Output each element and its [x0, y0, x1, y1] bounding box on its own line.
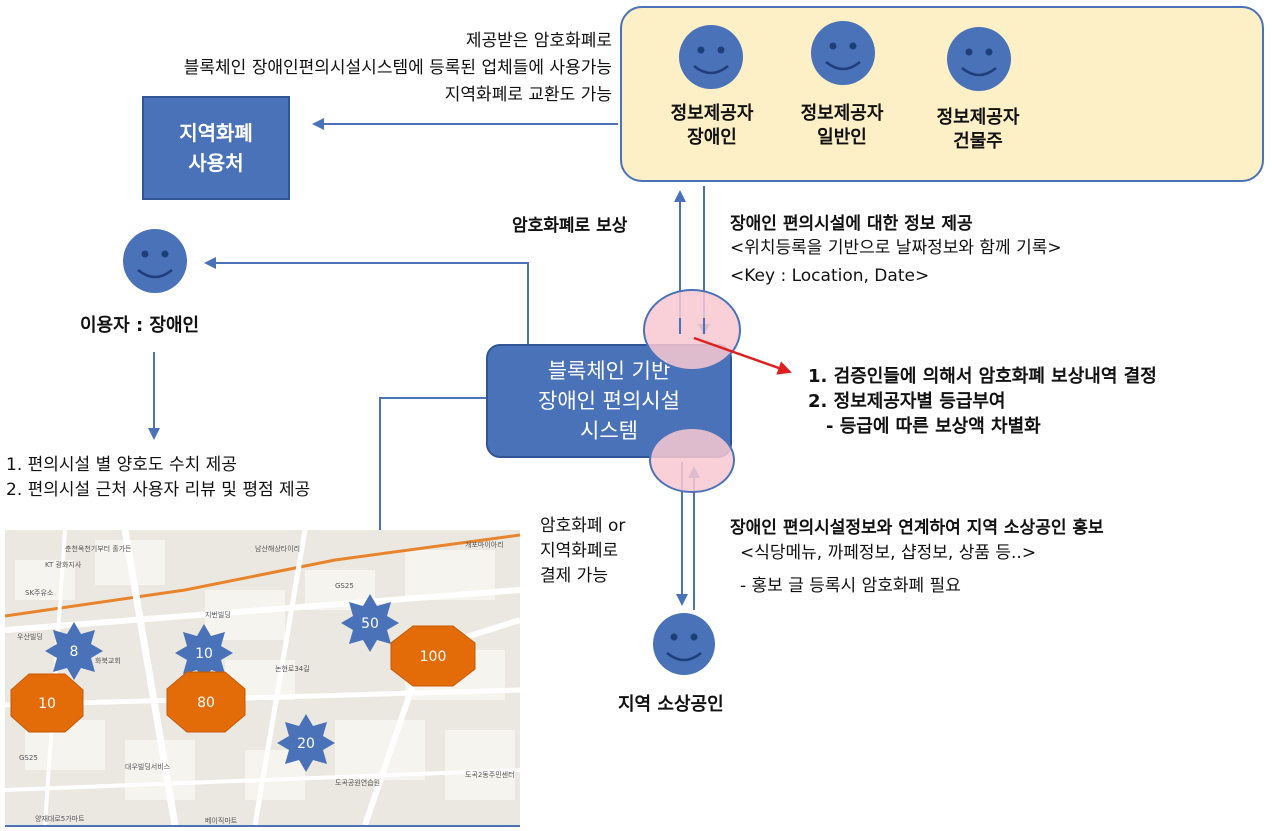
- merchant-smiley-icon: [653, 613, 715, 675]
- map-marker-octagon-2[interactable]: 80: [165, 670, 247, 734]
- verification-list: 1. 검증인들에 의해서 암호화폐 보상내역 결정 2. 정보제공자별 등급부여…: [808, 366, 1157, 437]
- provider-smiley-icon-2: [811, 21, 875, 85]
- provider-smiley-icon-3: [947, 27, 1011, 91]
- user-features-list: 1. 편의시설 별 양호도 수치 제공 2. 편의시설 근처 사용자 리뷰 및 …: [6, 455, 311, 500]
- map-marker-star-4[interactable]: 20: [275, 712, 337, 774]
- facility-map[interactable]: 춘천옥천기부터 홀가든 KT 광화지사 남산해상타이리 개포마이아리 SK주유소…: [5, 530, 520, 827]
- map-marker-star-2-value: 10: [195, 646, 213, 662]
- provider-smiley-icon-1: [679, 25, 743, 89]
- map-marker-star-1-value: 8: [70, 644, 79, 660]
- user-smiley-icon: [123, 229, 187, 293]
- map-marker-octagon-1[interactable]: 10: [9, 672, 85, 734]
- map-marker-star-1[interactable]: 8: [43, 620, 105, 682]
- map-marker-octagon-3-value: 100: [420, 649, 447, 665]
- currency-usage-note: 제공받은 암호화폐로 블록체인 장애인편의시설시스템에 등록된 업체들에 사용가…: [183, 31, 612, 105]
- promotion-text: 장애인 편의시설정보와 연계하여 지역 소상공인 홍보 <식당메뉴, 까페정보,…: [730, 518, 1104, 596]
- map-marker-octagon-2-value: 80: [197, 695, 215, 711]
- merchant-label: 지역 소상공인: [618, 694, 724, 715]
- payment-note: 암호화폐 or 지역화폐로 결제 가능: [540, 516, 626, 586]
- map-marker-octagon-1-value: 10: [38, 696, 56, 712]
- map-marker-star-4-value: 20: [297, 736, 315, 752]
- reward-label: 암호화폐로 보상: [512, 216, 628, 236]
- map-marker-star-3-value: 50: [361, 616, 379, 632]
- user-label: 이용자 : 장애인: [80, 315, 200, 336]
- map-marker-star-2[interactable]: 10: [173, 622, 235, 684]
- map-marker-star-3[interactable]: 50: [339, 592, 401, 654]
- map-marker-octagon-3[interactable]: 100: [389, 624, 477, 688]
- info-provision-text: 장애인 편의시설에 대한 정보 제공 <위치등록을 기반으로 날짜정보와 함께 …: [730, 214, 1062, 286]
